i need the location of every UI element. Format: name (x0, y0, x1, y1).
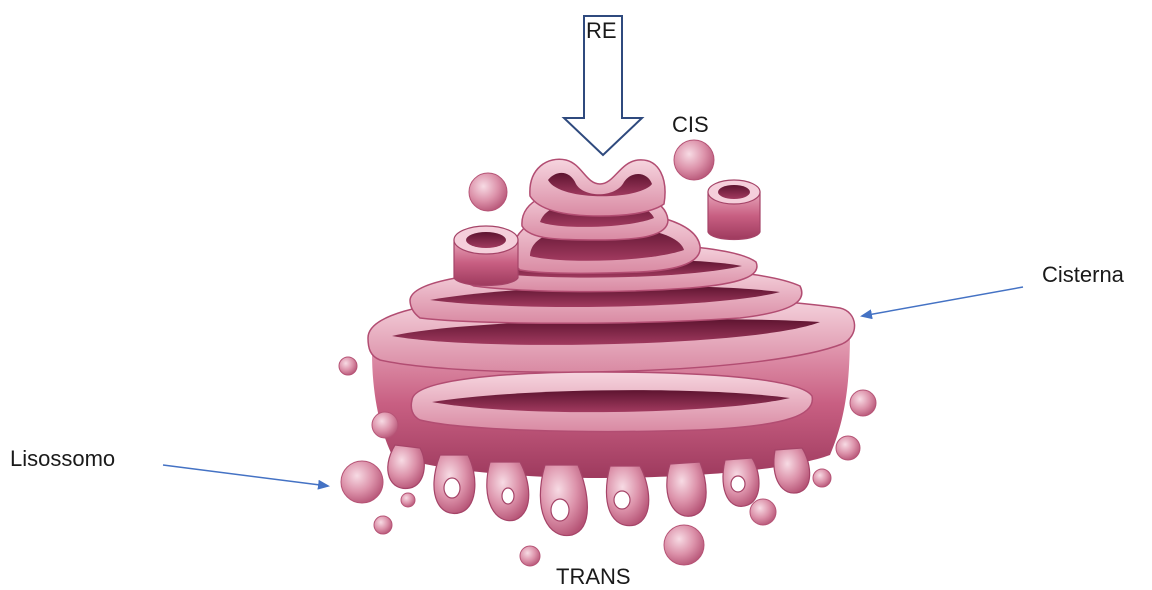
cisterna-label: Cisterna (1042, 264, 1124, 286)
cisternae-stack (368, 159, 855, 431)
cisterna-layer (411, 372, 812, 432)
trans-label: TRANS (556, 566, 631, 588)
cis-label: CIS (672, 114, 709, 136)
cis-cup-cisterna (530, 159, 665, 216)
lisossomo-label: Lisossomo (10, 448, 115, 470)
re-label: RE (586, 20, 617, 42)
pointer-arrow-icon (163, 465, 328, 486)
pointer-arrow-icon (862, 287, 1023, 316)
tubular-end (454, 226, 518, 286)
tubular-end (708, 180, 760, 240)
